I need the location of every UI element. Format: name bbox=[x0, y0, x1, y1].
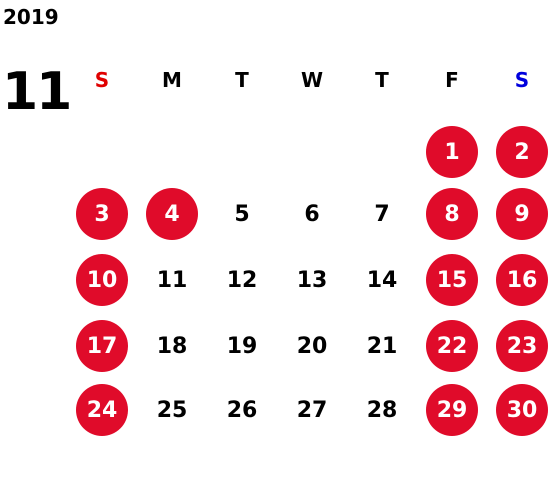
day-cell: 25 bbox=[137, 382, 207, 438]
day-cell: 14 bbox=[347, 252, 417, 308]
holiday-day-number: 17 bbox=[76, 320, 128, 372]
day-number: 27 bbox=[296, 397, 328, 423]
day-number: 6 bbox=[304, 201, 320, 227]
weekday-header-cell: S bbox=[487, 52, 548, 108]
day-number: 14 bbox=[366, 267, 398, 293]
day-number: 19 bbox=[226, 333, 258, 359]
weekday-label-sat: S bbox=[514, 68, 530, 92]
holiday-day-number: 16 bbox=[496, 254, 548, 306]
day-cell: 24 bbox=[67, 382, 137, 438]
day-cell: 18 bbox=[137, 318, 207, 374]
day-number: 20 bbox=[296, 333, 328, 359]
empty-day-cell bbox=[137, 124, 207, 180]
holiday-day-number: 10 bbox=[76, 254, 128, 306]
holiday-day-number: 3 bbox=[76, 188, 128, 240]
day-cell: 3 bbox=[67, 186, 137, 242]
day-cell: 22 bbox=[417, 318, 487, 374]
day-cell: 26 bbox=[207, 382, 277, 438]
weekday-header-cell: M bbox=[137, 52, 207, 108]
holiday-day-number: 15 bbox=[426, 254, 478, 306]
weekday-label-wed: W bbox=[300, 68, 324, 92]
day-number: 13 bbox=[296, 267, 328, 293]
day-cell: 15 bbox=[417, 252, 487, 308]
empty-day-cell bbox=[347, 124, 417, 180]
weekday-label-mon: M bbox=[162, 68, 182, 92]
holiday-day-number: 4 bbox=[146, 188, 198, 240]
holiday-day-number: 2 bbox=[496, 126, 548, 178]
day-cell: 13 bbox=[277, 252, 347, 308]
day-cell: 20 bbox=[277, 318, 347, 374]
weekday-header-cell: T bbox=[207, 52, 277, 108]
weekday-header-cell: T bbox=[347, 52, 417, 108]
day-number: 18 bbox=[156, 333, 188, 359]
day-cell: 1 bbox=[417, 124, 487, 180]
day-number: 12 bbox=[226, 267, 258, 293]
day-number: 28 bbox=[366, 397, 398, 423]
holiday-day-number: 9 bbox=[496, 188, 548, 240]
weekday-label-sun: S bbox=[94, 68, 110, 92]
day-cell: 16 bbox=[487, 252, 548, 308]
day-number: 11 bbox=[156, 267, 188, 293]
empty-day-cell bbox=[277, 124, 347, 180]
weekday-header-cell: W bbox=[277, 52, 347, 108]
holiday-day-number: 8 bbox=[426, 188, 478, 240]
day-cell: 23 bbox=[487, 318, 548, 374]
weekday-label-tue: T bbox=[235, 68, 249, 92]
weekday-header-cell: S bbox=[67, 52, 137, 108]
day-cell: 19 bbox=[207, 318, 277, 374]
day-cell: 6 bbox=[277, 186, 347, 242]
day-cell: 30 bbox=[487, 382, 548, 438]
empty-day-cell bbox=[207, 124, 277, 180]
weekday-label-fri: F bbox=[445, 68, 459, 92]
calendar-week-row: 17 18 19 20 21 22 23 bbox=[67, 318, 548, 374]
calendar-week-row: 10 11 12 13 14 15 16 bbox=[67, 252, 548, 308]
day-cell: 27 bbox=[277, 382, 347, 438]
holiday-day-number: 22 bbox=[426, 320, 478, 372]
holiday-day-number: 30 bbox=[496, 384, 548, 436]
calendar-year: 2019 bbox=[3, 5, 59, 29]
day-number: 5 bbox=[234, 201, 250, 227]
day-cell: 10 bbox=[67, 252, 137, 308]
weekday-header-cell: F bbox=[417, 52, 487, 108]
day-cell: 11 bbox=[137, 252, 207, 308]
day-cell: 28 bbox=[347, 382, 417, 438]
holiday-day-number: 23 bbox=[496, 320, 548, 372]
day-cell: 7 bbox=[347, 186, 417, 242]
day-number: 26 bbox=[226, 397, 258, 423]
day-cell: 2 bbox=[487, 124, 548, 180]
calendar-month: 11 bbox=[2, 62, 72, 122]
holiday-day-number: 1 bbox=[426, 126, 478, 178]
day-cell: 12 bbox=[207, 252, 277, 308]
day-number: 25 bbox=[156, 397, 188, 423]
day-cell: 21 bbox=[347, 318, 417, 374]
holiday-day-number: 29 bbox=[426, 384, 478, 436]
day-cell: 4 bbox=[137, 186, 207, 242]
day-cell: 17 bbox=[67, 318, 137, 374]
day-cell: 9 bbox=[487, 186, 548, 242]
weekday-label-thu: T bbox=[375, 68, 389, 92]
day-number: 21 bbox=[366, 333, 398, 359]
day-cell: 8 bbox=[417, 186, 487, 242]
day-cell: 29 bbox=[417, 382, 487, 438]
empty-day-cell bbox=[67, 124, 137, 180]
day-number: 7 bbox=[374, 201, 390, 227]
holiday-day-number: 24 bbox=[76, 384, 128, 436]
calendar-week-row: 24 25 26 27 28 29 30 bbox=[67, 382, 548, 438]
day-cell: 5 bbox=[207, 186, 277, 242]
